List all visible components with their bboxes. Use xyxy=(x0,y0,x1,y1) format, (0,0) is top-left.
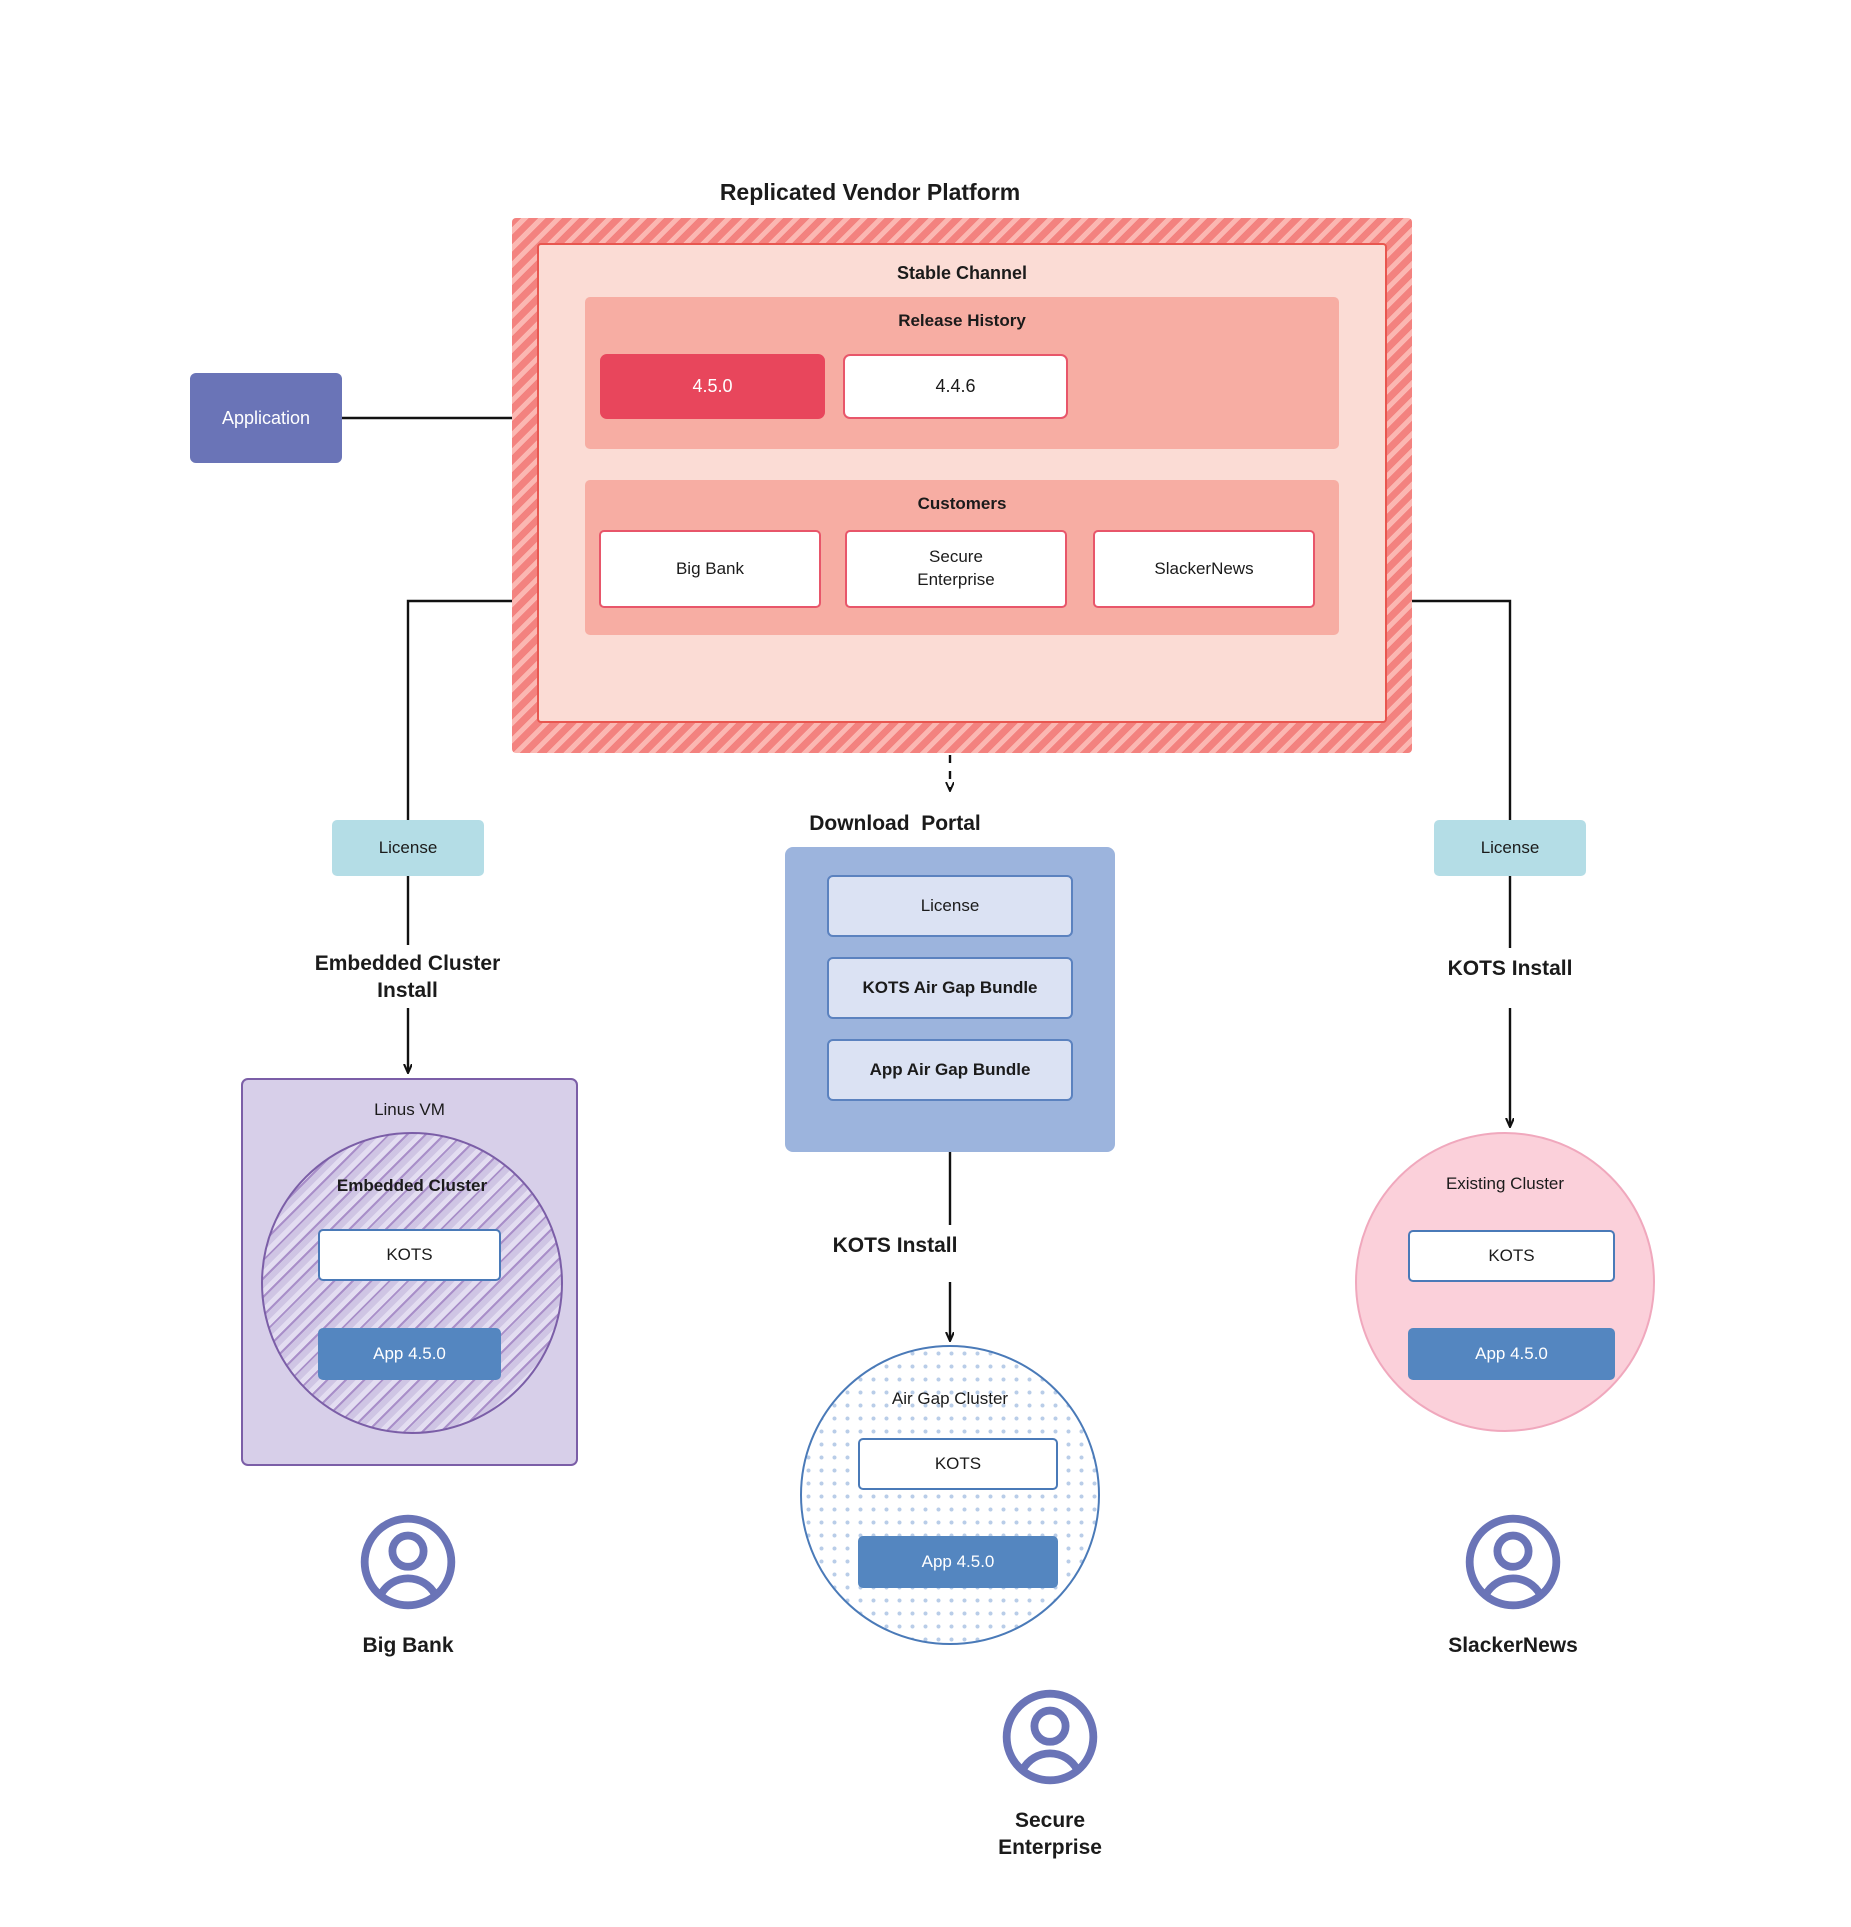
persona-slackernews: SlackerNews xyxy=(1383,1510,1643,1659)
app-chip-right[interactable]: App 4.5.0 xyxy=(1408,1328,1615,1380)
flow-label-kots-install-center: KOTS Install xyxy=(832,1234,958,1257)
kots-chip-left[interactable]: KOTS xyxy=(318,1229,501,1281)
stable-channel-title: Stable Channel xyxy=(896,263,1028,283)
user-avatar-icon xyxy=(1002,1689,1098,1785)
license-chip-right[interactable]: License xyxy=(1434,820,1586,876)
stable-channel-panel: Stable Channel Release History 4.5.0 4.4… xyxy=(537,243,1387,723)
user-avatar-icon xyxy=(1465,1514,1561,1610)
release-chip-previous[interactable]: 4.4.6 xyxy=(843,354,1068,419)
download-item-license[interactable]: License xyxy=(827,875,1073,937)
linux-vm-container: Linus VM Embedded Cluster xyxy=(241,1078,578,1466)
flow-label-embedded-cluster-install: Embedded Cluster Install xyxy=(314,952,501,1003)
app-chip-center[interactable]: App 4.5.0 xyxy=(858,1536,1058,1588)
download-item-app-air-gap-bundle[interactable]: App Air Gap Bundle xyxy=(827,1039,1073,1101)
customer-chip-slackernews[interactable]: SlackerNews xyxy=(1093,530,1315,608)
license-chip-left[interactable]: License xyxy=(332,820,484,876)
release-history-title: Release History xyxy=(898,311,1026,330)
kots-chip-center[interactable]: KOTS xyxy=(858,1438,1058,1490)
release-chip-current[interactable]: 4.5.0 xyxy=(600,354,825,419)
embedded-cluster-title: Embedded Cluster xyxy=(336,1176,488,1195)
download-portal-panel: License KOTS Air Gap Bundle App Air Gap … xyxy=(785,847,1115,1152)
application-node[interactable]: Application xyxy=(190,373,342,463)
download-item-kots-air-gap-bundle[interactable]: KOTS Air Gap Bundle xyxy=(827,957,1073,1019)
embedded-cluster-circle: Embedded Cluster xyxy=(261,1132,563,1434)
user-avatar-icon xyxy=(360,1514,456,1610)
release-history-panel: Release History 4.5.0 4.4.6 xyxy=(585,297,1339,449)
flow-label-kots-install-right: KOTS Install xyxy=(1447,957,1573,980)
customer-chip-big-bank[interactable]: Big Bank xyxy=(599,530,821,608)
kots-chip-right[interactable]: KOTS xyxy=(1408,1230,1615,1282)
existing-cluster-title: Existing Cluster xyxy=(1445,1174,1565,1193)
customers-title: Customers xyxy=(917,494,1007,513)
air-gap-cluster-title: Air Gap Cluster xyxy=(891,1389,1009,1408)
customers-panel: Customers Big Bank Secure Enterprise Sla… xyxy=(585,480,1339,635)
app-chip-left[interactable]: App 4.5.0 xyxy=(318,1328,501,1380)
page-title: Replicated Vendor Platform xyxy=(719,179,1021,205)
persona-label: Secure Enterprise xyxy=(998,1809,1102,1860)
download-portal-title: Download Portal xyxy=(809,812,981,835)
persona-label: Big Bank xyxy=(362,1634,454,1657)
persona-secure-enterprise: Secure Enterprise xyxy=(920,1685,1180,1862)
customer-chip-secure-enterprise[interactable]: Secure Enterprise xyxy=(845,530,1067,608)
existing-cluster-circle: Existing Cluster xyxy=(1355,1132,1655,1432)
replicated-vendor-platform: Stable Channel Release History 4.5.0 4.4… xyxy=(512,218,1412,753)
linux-vm-title: Linus VM xyxy=(374,1100,445,1119)
air-gap-cluster-circle: Air Gap Cluster xyxy=(800,1345,1100,1645)
persona-label: SlackerNews xyxy=(1448,1634,1578,1657)
persona-big-bank: Big Bank xyxy=(278,1510,538,1659)
